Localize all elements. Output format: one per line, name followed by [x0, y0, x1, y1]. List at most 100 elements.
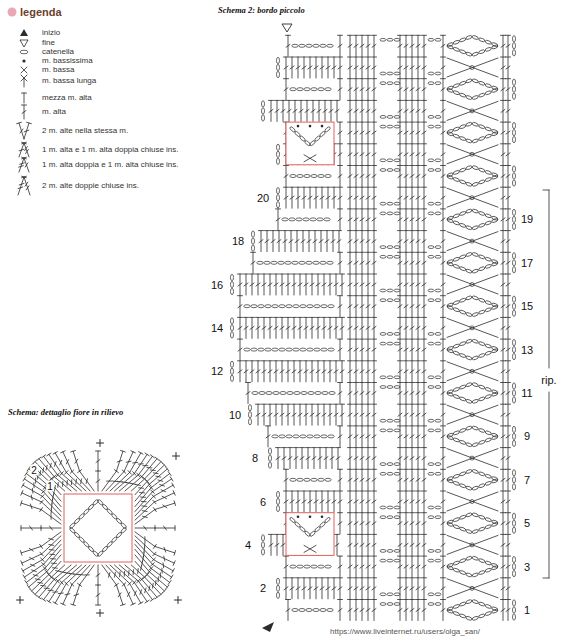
chain-symbol	[380, 550, 386, 553]
stitch-line	[334, 404, 339, 405]
stitch-line	[325, 230, 330, 231]
stitch-line	[308, 587, 312, 590]
stitch-line	[274, 404, 279, 405]
stitch-line	[284, 196, 288, 199]
stitch-line	[287, 100, 292, 101]
chain-symbol	[394, 559, 400, 562]
chain-symbol	[470, 196, 474, 200]
chain-symbol	[272, 305, 278, 308]
stitch-line	[360, 435, 364, 438]
stitch-line	[441, 587, 445, 590]
chain-symbol	[387, 559, 393, 562]
chain-symbol	[394, 246, 400, 249]
stitch-line	[506, 153, 510, 156]
stitch-line	[277, 230, 282, 231]
chain-symbol	[447, 305, 454, 310]
chain-symbol	[380, 125, 386, 128]
chain-symbol	[310, 218, 316, 221]
stitch-line	[338, 435, 342, 438]
stitch-line	[262, 413, 266, 416]
stitch-line	[328, 274, 333, 275]
chain-symbol	[249, 419, 252, 425]
stitch-line	[366, 131, 370, 134]
stitch-line	[441, 283, 445, 286]
chain-symbol	[394, 429, 400, 432]
stitch-line	[292, 326, 296, 329]
stitch-line	[447, 579, 498, 598]
stitch-line	[366, 413, 370, 416]
stitch-line	[404, 500, 408, 503]
chain-symbol	[485, 351, 492, 356]
stitch-line	[276, 457, 280, 460]
stitch-line	[422, 435, 426, 438]
stitch-line	[280, 413, 284, 416]
stitch-line	[501, 587, 505, 590]
stitch-line	[501, 522, 505, 525]
stitch-line	[447, 145, 498, 164]
stitch-line	[354, 196, 358, 199]
stitch-line	[304, 283, 308, 286]
chain-symbol	[314, 348, 320, 351]
stitch-line	[506, 218, 510, 221]
chain-symbol	[285, 261, 291, 264]
stitch-line	[314, 577, 319, 578]
stitch-line	[314, 587, 318, 590]
stitch-line	[338, 609, 342, 612]
stitch-line	[340, 360, 345, 361]
stitch-line	[354, 370, 358, 373]
stitch-line	[262, 404, 267, 405]
chain-symbol	[485, 344, 492, 349]
stitch-line	[292, 370, 296, 373]
stitch-line	[398, 587, 402, 590]
stitch-line	[501, 457, 505, 460]
stitch-line	[312, 447, 317, 448]
chain-symbol	[465, 382, 472, 387]
stitch-line	[338, 478, 342, 481]
chain-symbol	[435, 299, 441, 302]
stitch-line	[246, 392, 250, 395]
stitch-line	[372, 218, 376, 221]
chain-symbol	[513, 260, 516, 266]
chain-symbol	[513, 440, 516, 446]
stitch-line	[274, 317, 279, 318]
chain-symbol	[465, 269, 472, 274]
stitch-line	[447, 405, 498, 424]
stitch-line	[441, 543, 445, 546]
stitch-line	[336, 457, 340, 460]
stitch-line	[312, 457, 316, 460]
stitch-line	[348, 413, 352, 416]
stitch-line	[372, 435, 376, 438]
stitch-line	[348, 131, 352, 134]
stitch-line	[422, 326, 426, 329]
stitch-line	[340, 274, 345, 275]
stitch-line	[354, 478, 358, 481]
stitch-line	[304, 404, 309, 405]
stitch-line	[506, 261, 510, 264]
chain-symbol	[252, 245, 255, 251]
stitch-line	[294, 447, 299, 448]
stitch-line	[281, 534, 286, 535]
chain-symbol	[472, 599, 479, 604]
stitch-line	[244, 283, 248, 286]
chain-symbol	[485, 177, 492, 182]
stitch-line	[372, 326, 376, 329]
stitch-line	[335, 100, 340, 101]
stitch-line	[501, 196, 505, 199]
stitch-line	[298, 283, 302, 286]
stitch-line	[274, 413, 278, 416]
chain-symbol	[231, 288, 234, 294]
stitch-line	[501, 153, 505, 156]
stitch-line	[398, 457, 402, 460]
chain-symbol	[252, 231, 255, 237]
stitch-line	[256, 413, 260, 416]
chain-symbol	[428, 472, 434, 475]
chain-symbol	[513, 173, 516, 179]
chain-symbol	[300, 348, 306, 351]
chain-symbol	[485, 517, 492, 522]
stitch-line	[360, 326, 364, 329]
chain-symbol	[478, 223, 485, 228]
chain-symbol	[447, 435, 454, 440]
chain-symbol	[380, 212, 386, 215]
chain-symbol	[472, 469, 479, 474]
stitch-line	[308, 500, 312, 503]
